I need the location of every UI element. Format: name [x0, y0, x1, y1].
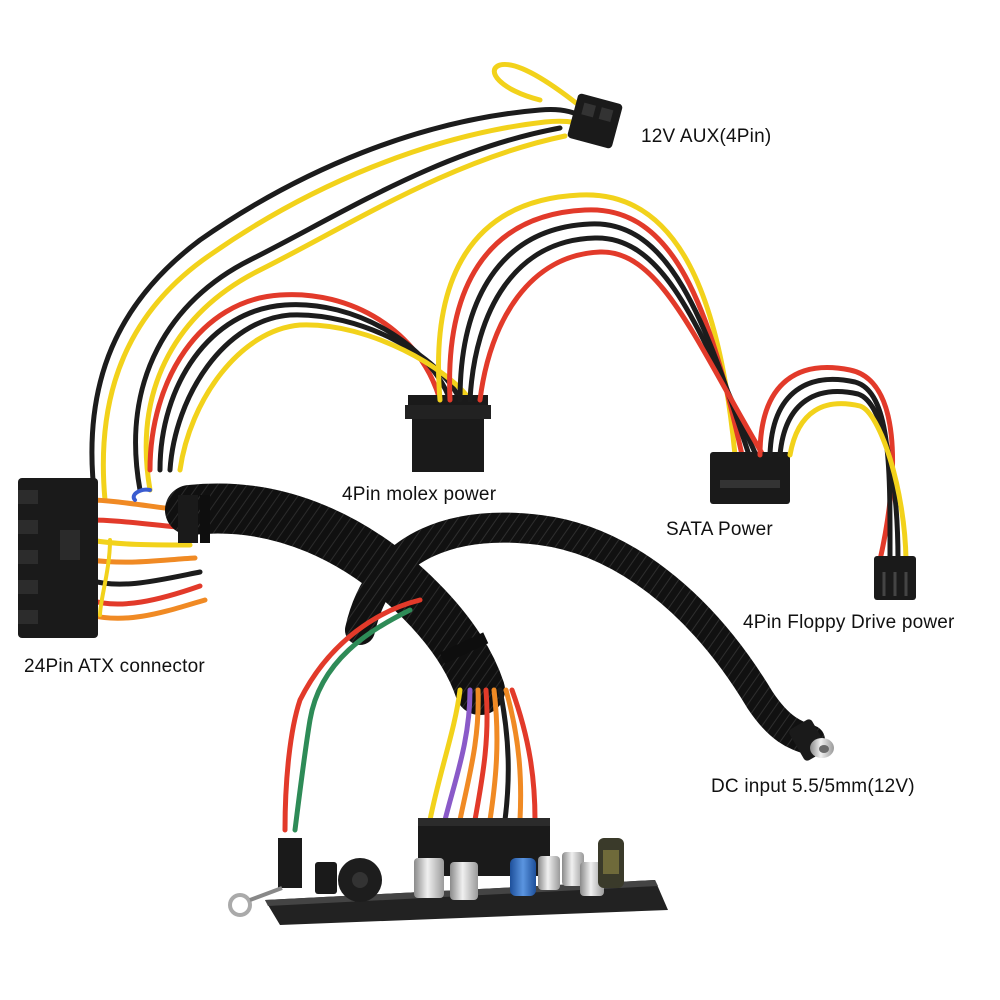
sata-connector	[710, 452, 790, 504]
label-12v-aux: 12V AUX(4Pin)	[641, 126, 772, 147]
aux-wires	[89, 61, 591, 503]
label-floppy-power: 4Pin Floppy Drive power	[743, 612, 955, 633]
floppy-wires	[757, 365, 909, 563]
label-dc-input: DC input 5.5/5mm(12V)	[711, 776, 915, 797]
aux-connector	[567, 93, 623, 149]
label-atx-connector: 24Pin ATX connector	[24, 656, 205, 677]
sata-wires	[436, 192, 766, 458]
dc-plug	[789, 719, 834, 761]
pcb-board	[228, 818, 668, 925]
label-molex-power: 4Pin molex power	[342, 484, 497, 505]
molex-connector	[405, 395, 491, 472]
label-sata-power: SATA Power	[666, 519, 773, 540]
floppy-connector	[874, 556, 916, 600]
molex-wires	[147, 292, 473, 473]
atx-connector	[18, 478, 98, 638]
pcb-wires	[282, 597, 538, 833]
dc-input-sleeve	[345, 512, 825, 755]
